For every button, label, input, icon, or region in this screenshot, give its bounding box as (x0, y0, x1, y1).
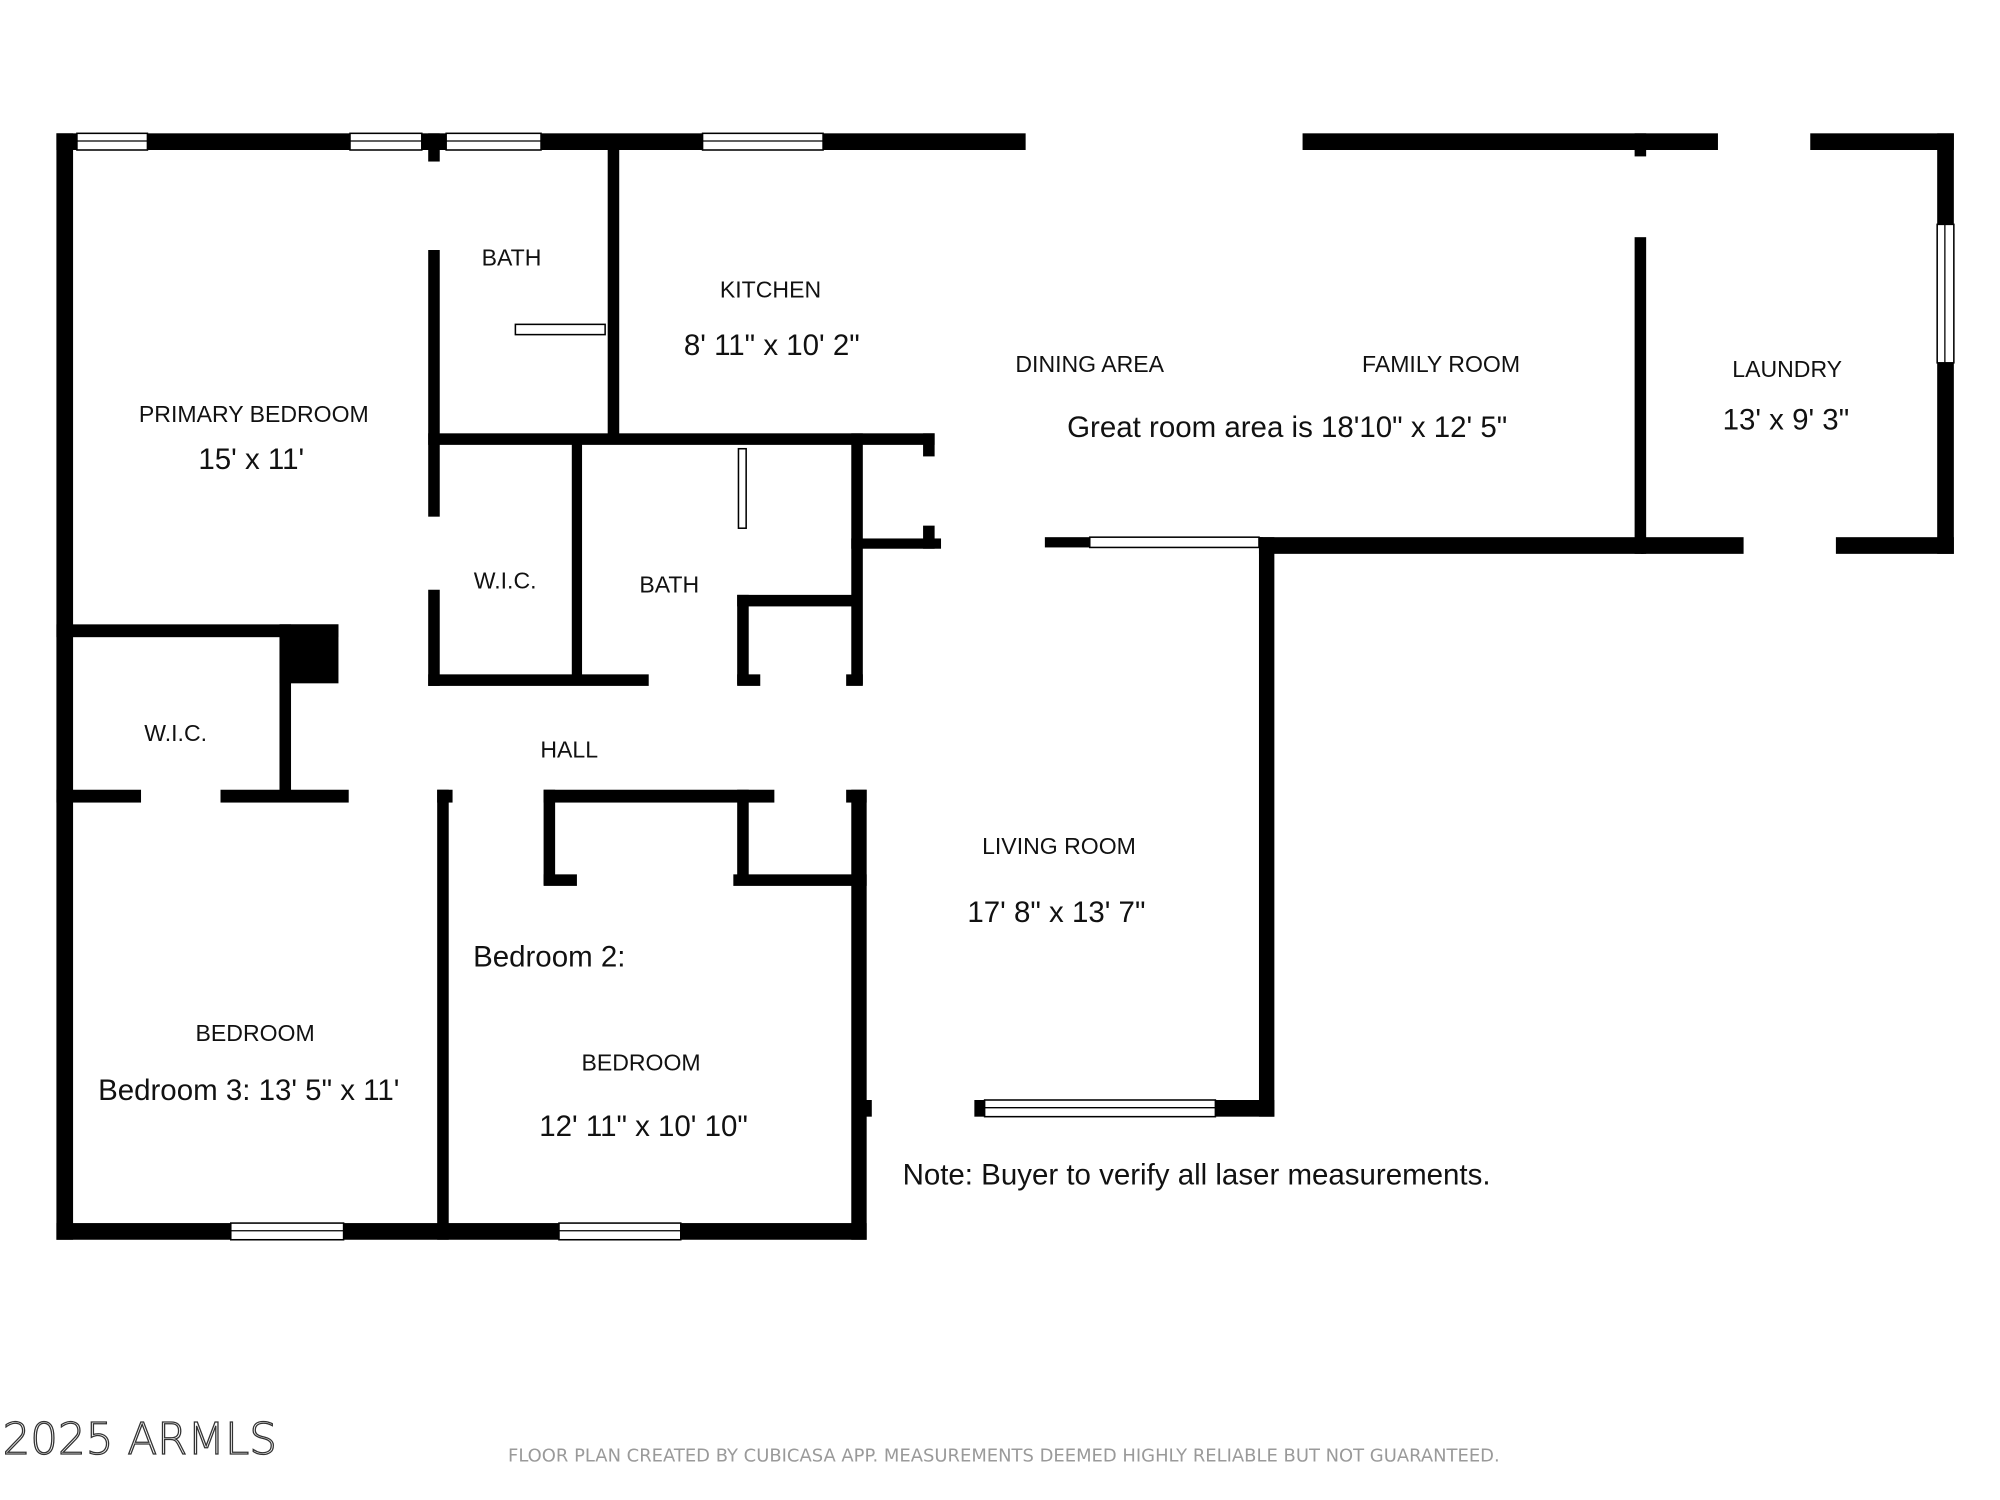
room-name-bath-1: BATH (482, 244, 542, 270)
measurement-note: Note: Buyer to verify all laser measurem… (903, 1159, 1491, 1192)
room-name-bedroom-3: BEDROOM (196, 1020, 315, 1046)
room-dim-bedroom-3: Bedroom 3: 13' 5" x 11' (98, 1074, 399, 1107)
room-dim-bedroom-2: 12' 11" x 10' 10" (539, 1110, 748, 1143)
room-name-laundry: LAUNDRY (1732, 356, 1842, 382)
window (514, 323, 606, 336)
walls (56, 133, 1954, 1240)
window (349, 132, 423, 151)
window (737, 447, 747, 529)
window (76, 132, 149, 151)
window (445, 132, 542, 151)
room-name-wic-2: W.I.C. (144, 720, 207, 746)
room-name-bedroom-2: BEDROOM (581, 1050, 700, 1076)
footer-disclaimer: FLOOR PLAN CREATED BY CUBICASA APP. MEAS… (508, 1446, 1500, 1467)
window (983, 1099, 1217, 1118)
room-dim-kitchen: 8' 11" x 10' 2" (684, 329, 860, 362)
room-name-dining-area: DINING AREA (1015, 351, 1164, 377)
windows (76, 132, 1955, 1241)
window (1088, 536, 1260, 549)
watermark: 2025 ARMLS (3, 1415, 277, 1465)
room-name-primary-bedroom: PRIMARY BEDROOM (139, 401, 369, 427)
room-dim-laundry: 13' x 9' 3" (1723, 403, 1850, 436)
room-name-family-room: FAMILY ROOM (1362, 351, 1520, 377)
room-name-hall: HALL (540, 737, 598, 763)
window (701, 132, 824, 151)
room-label-bedroom-2: Bedroom 2: (473, 941, 625, 974)
room-labels: PRIMARY BEDROOM 15' x 11' BATH KITCHEN 8… (98, 244, 1849, 1191)
room-name-wic-1: W.I.C. (474, 567, 537, 593)
room-name-bath-2: BATH (639, 571, 699, 597)
room-dim-primary-bedroom: 15' x 11' (198, 443, 304, 476)
room-name-kitchen: KITCHEN (720, 276, 821, 302)
room-dim-living-room: 17' 8" x 13' 7" (967, 896, 1145, 929)
room-name-living-room: LIVING ROOM (982, 833, 1136, 859)
room-dim-great-room: Great room area is 18'10" x 12' 5" (1067, 411, 1507, 444)
